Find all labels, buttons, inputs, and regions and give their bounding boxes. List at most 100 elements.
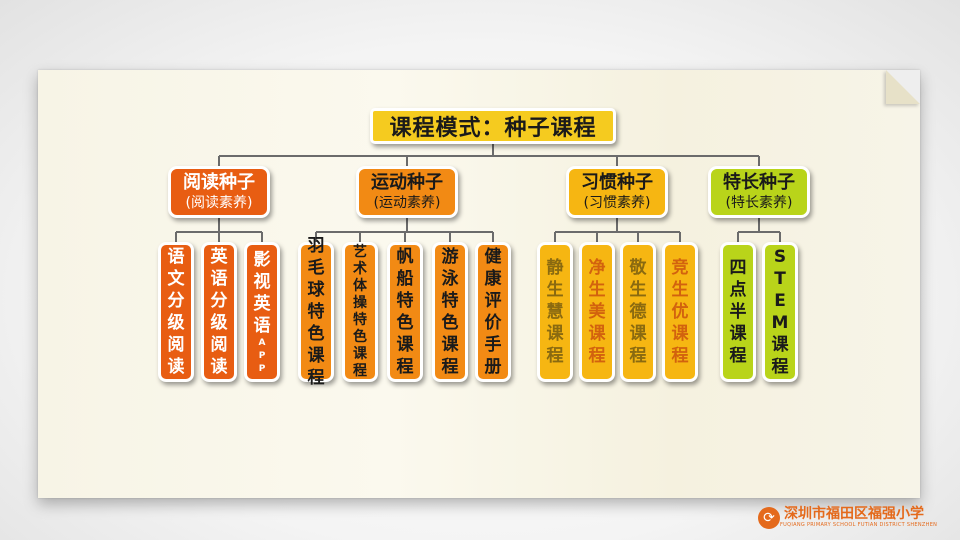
course-label-char: E [774,291,786,311]
course-label-char: 健 [484,247,502,267]
category-subtitle: (运动素养) [373,195,441,211]
course-label-char: 程 [441,357,459,377]
course-box: 帆船特色课程 [387,242,423,382]
course-label-char: 操 [353,295,367,311]
course-box: 四点半课程 [720,242,756,382]
course-box: 英语分级阅读 [201,242,237,382]
school-logo: ⟳ 深圳市福田区福强小学 FUQIANG PRIMARY SCHOOL FUTI… [758,506,937,529]
course-label-char: 生 [588,280,606,300]
course-label-char: 特 [353,312,367,328]
course-label-char: 球 [307,280,325,300]
course-label-char: 色 [307,324,325,344]
course-label-char: 分 [167,291,185,311]
course-label-char: 课 [588,324,606,344]
category-subtitle: (特长素养) [725,195,793,211]
category-name: 运动种子 [371,172,443,193]
course-label-char: 程 [588,346,606,366]
category-name: 阅读种子 [183,172,255,193]
course-label-char: 生 [671,280,689,300]
course-label-char: 册 [484,357,502,377]
category-box: 特长种子 (特长素养) [708,166,810,218]
course-label-char: 程 [629,346,647,366]
course-label-char: 色 [441,313,459,333]
course-label-char: 术 [353,261,367,277]
course-label-char: 程 [771,357,789,377]
course-label-char: 程 [396,357,414,377]
course-label-char: 羽 [307,236,325,256]
course-label-char: 艺 [353,244,367,260]
course-label-char: 课 [546,324,564,344]
course-label-char: 文 [167,269,185,289]
course-label-char: 课 [729,324,747,344]
course-box: 竞生优课程 [662,242,698,382]
course-label-char: 课 [441,335,459,355]
course-label-char: 课 [771,335,789,355]
course-label-char: 课 [671,324,689,344]
course-label-char: S [773,247,787,267]
course-label-char: 优 [671,302,689,322]
course-label-char: 程 [729,346,747,366]
course-label-char: 课 [629,324,647,344]
course-label-char: 康 [484,269,502,289]
course-box: 艺术体操特色课程 [342,242,378,382]
course-box: 静生慧课程 [537,242,573,382]
course-label-char: 影 [253,249,271,270]
course-label-char: 级 [210,313,228,333]
course-label-char: 语 [210,269,228,289]
course-label-char: 语 [253,315,271,336]
course-label-char: 程 [307,368,325,388]
course-box: 健康评价手册 [475,242,511,382]
course-label-char: 读 [210,357,228,377]
course-label-char: 读 [167,357,185,377]
course-label-char: 泳 [441,269,459,289]
category-subtitle: (阅读素养) [185,195,253,211]
category-box: 阅读种子 (阅读素养) [168,166,270,218]
course-label-char: 点 [729,280,747,300]
course-label-char: 四 [729,258,747,278]
course-label-char: 美 [588,302,606,322]
course-label-char: 毛 [307,258,325,278]
course-label-char: 半 [729,302,747,322]
course-label-char: 英 [253,293,271,314]
school-logo-icon: ⟳ [758,506,780,529]
diagram-title: 课程模式：种子课程 [370,108,616,144]
course-label-char: 静 [546,258,564,278]
course-label-char: 生 [629,280,647,300]
category-subtitle: (习惯素养) [583,195,651,211]
course-label-char: 特 [307,302,325,322]
course-label-char: 游 [441,247,459,267]
course-label-char: 课 [353,346,367,362]
category-name: 特长种子 [723,172,795,193]
course-label-char: 英 [210,247,228,267]
course-label-char: 课 [396,335,414,355]
course-label-char: 色 [353,329,367,345]
course-label-char: P [258,350,266,361]
course-box: 敬生德课程 [620,242,656,382]
course-label-char: 特 [441,291,459,311]
course-label-char: 色 [396,313,414,333]
course-label-char: 手 [484,335,502,355]
course-label-char: 特 [396,291,414,311]
course-label-char: 阅 [210,335,228,355]
course-box: 羽毛球特色课程 [298,236,334,388]
course-label-char: 分 [210,291,228,311]
course-label-char: 竞 [671,258,689,278]
course-label-char: 程 [546,346,564,366]
course-label-char: A [258,337,266,348]
course-label-char: 课 [307,346,325,366]
course-box: 净生美课程 [579,242,615,382]
course-label-char: M [771,313,789,333]
course-label-char: P [258,363,266,374]
paper-curl [886,70,920,104]
school-name: 深圳市福田区福强小学 [784,506,924,522]
course-label-char: 评 [484,291,502,311]
course-label-char: 生 [546,280,564,300]
course-label-char: 价 [484,313,502,333]
course-box: 语文分级阅读 [158,242,194,382]
course-label-char: 净 [588,258,606,278]
course-label-char: 船 [396,269,414,289]
course-label-char: 慧 [546,302,564,322]
